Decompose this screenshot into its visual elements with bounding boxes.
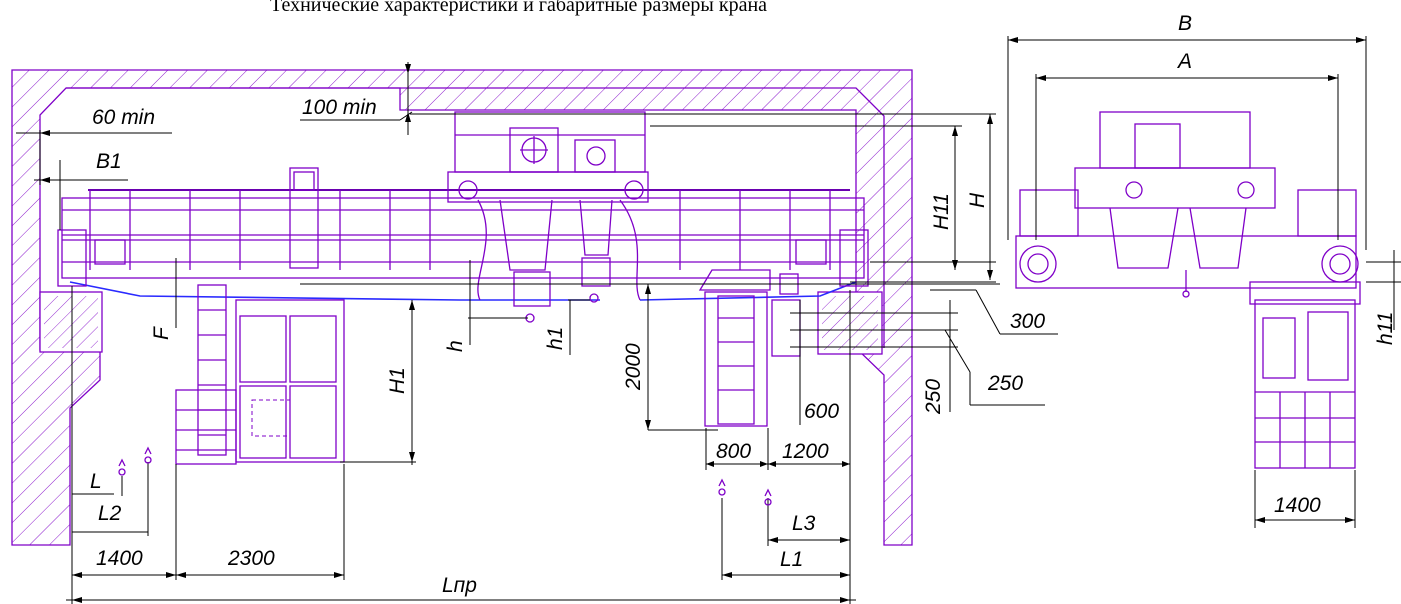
dim-2000: 2000 (622, 343, 645, 391)
dim-f: F (150, 326, 173, 340)
dim-300: 300 (1010, 310, 1045, 333)
dim-h: h (444, 340, 467, 352)
dim-H1: H1 (386, 367, 409, 394)
dim-250-vertical: 250 (922, 379, 945, 415)
crane-bridge (57, 167, 869, 301)
dim-L: L (90, 470, 102, 493)
dim-L1: L1 (780, 548, 803, 571)
dim-600: 600 (804, 400, 839, 423)
dim-A: A (1176, 50, 1192, 73)
dim-100min: 100 min (302, 96, 377, 119)
building-walls (11, 69, 913, 546)
dim-800: 800 (716, 440, 751, 463)
dim-b1: B1 (96, 150, 122, 173)
dimension-lines (16, 36, 1401, 604)
dim-L2: L2 (98, 502, 122, 525)
dim-Lnp: Lпр (442, 574, 477, 597)
dim-60min: 60 min (92, 106, 155, 129)
dim-250-right: 250 (987, 372, 1023, 395)
dim-h11-side: h11 (1374, 312, 1397, 345)
dim-h-upper: H (966, 192, 989, 208)
hook-markers (118, 446, 772, 506)
dim-B: B (1178, 12, 1192, 35)
dim-2300: 2300 (227, 547, 275, 570)
side-view (1015, 111, 1361, 469)
dim-1400-side: 1400 (1274, 494, 1321, 517)
dim-h11-upper: H11 (930, 193, 953, 230)
dim-L3: L3 (792, 512, 816, 535)
access-ladder (698, 269, 801, 427)
dim-1400: 1400 (96, 547, 143, 570)
dim-h1: h1 (544, 327, 567, 350)
drawing-title: Технические характеристики и габаритные … (270, 0, 768, 16)
dimension-arrows (40, 37, 1366, 603)
operator-cabin-left (175, 284, 345, 465)
dim-1200: 1200 (782, 440, 829, 463)
trolley (447, 111, 649, 323)
